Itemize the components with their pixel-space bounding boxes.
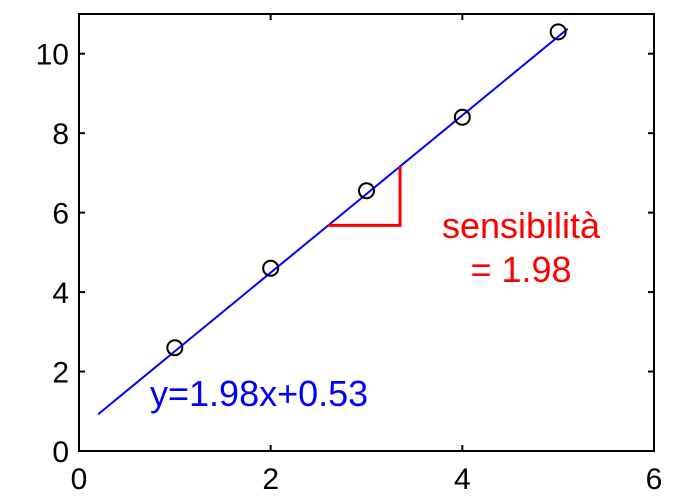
y-tick-label: 4 — [52, 277, 69, 310]
axis-ticks — [78, 14, 655, 452]
plot-frame — [78, 13, 655, 452]
x-tick-label: 4 — [454, 463, 471, 496]
y-tick-label: 6 — [52, 198, 69, 231]
data-point — [453, 108, 471, 126]
data-point — [166, 339, 184, 357]
data-point — [262, 259, 280, 277]
y-tick-label: 2 — [52, 357, 69, 390]
data-point — [549, 23, 567, 41]
x-tick-label: 0 — [71, 463, 88, 496]
data-points — [166, 23, 567, 357]
sensitivity-label: sensibilità — [442, 205, 601, 246]
y-tick-label: 0 — [52, 436, 69, 469]
x-tick-label: 6 — [646, 463, 663, 496]
y-tick-label: 10 — [36, 39, 69, 72]
fit-equation-label: y=1.98x+0.53 — [150, 373, 368, 414]
fit-line — [97, 28, 569, 415]
data-point — [358, 182, 375, 200]
x-tick-labels: 0 2 4 6 — [71, 463, 663, 496]
slope-triangle — [328, 166, 402, 227]
y-tick-label: 8 — [52, 118, 69, 151]
x-tick-label: 2 — [262, 463, 279, 496]
y-tick-labels: 0 2 4 6 8 10 — [36, 39, 69, 469]
sensitivity-value-label: = 1.98 — [470, 249, 571, 290]
